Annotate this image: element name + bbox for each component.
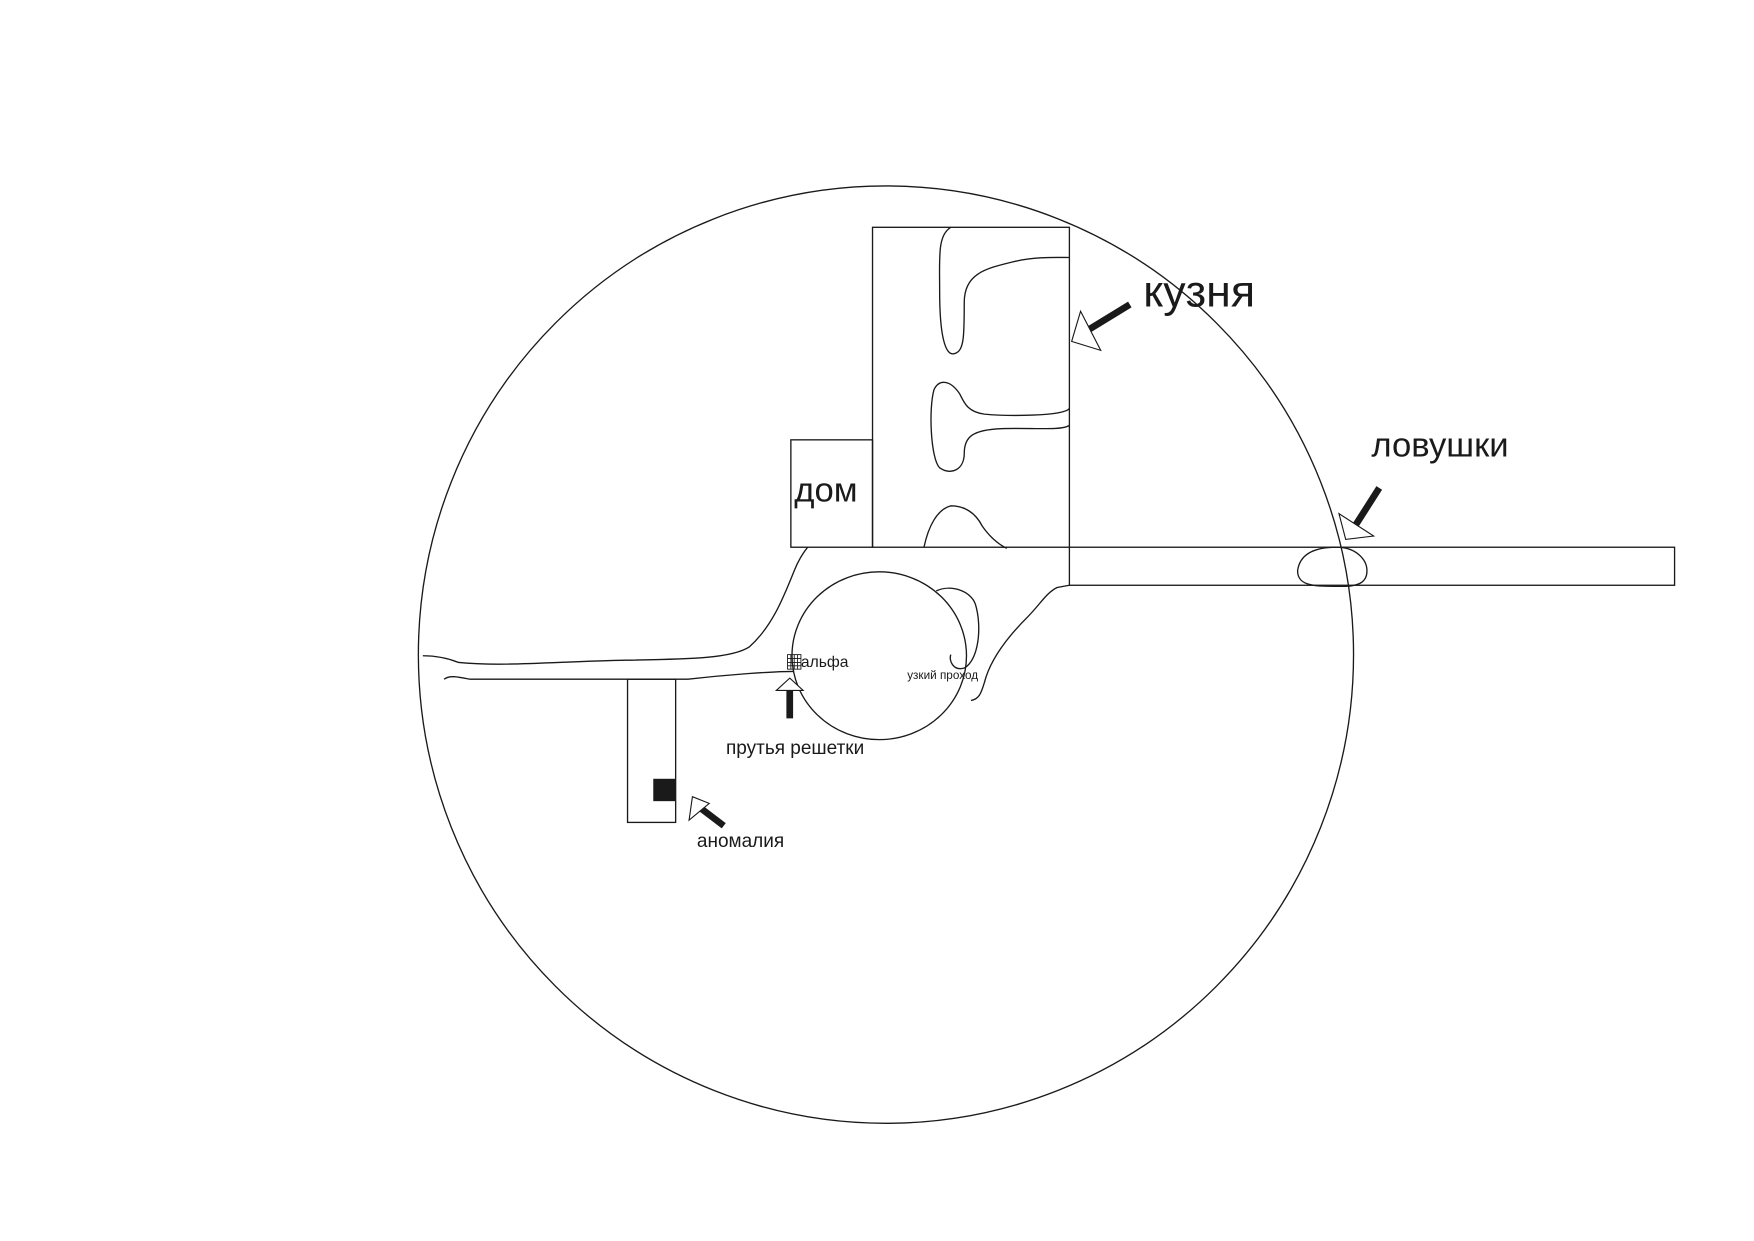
grate-bars-label: прутья решетки [726, 738, 864, 759]
traps-label: ловушки [1371, 427, 1508, 465]
grate-icon [787, 654, 802, 670]
trap-corridor [1068, 546, 1676, 586]
outer-circle-boundary [417, 185, 1355, 1124]
house-building [790, 439, 874, 548]
alpha-label: альфа [801, 654, 849, 671]
forge-inner-shape [923, 505, 1008, 549]
anomaly-label: аномалия [697, 831, 784, 852]
anomaly-marker [653, 778, 676, 802]
traps-arrow-icon [1338, 486, 1383, 541]
inner-circle-room [791, 571, 968, 741]
narrow-passage-curve [936, 587, 980, 670]
grate-arrow-icon [774, 677, 805, 719]
path-right [970, 584, 1070, 702]
anomaly-shaft [626, 678, 677, 824]
path-lower [443, 670, 795, 680]
forge-label: кузня [1143, 267, 1255, 317]
trap-shape [1296, 546, 1368, 588]
forge-building [871, 226, 1071, 548]
forge-inner-shape [938, 226, 1070, 355]
path-upper [422, 546, 809, 665]
forge-arrow-icon [1070, 301, 1132, 352]
forge-inner-shape [930, 381, 1070, 472]
anomaly-arrow-icon [688, 795, 726, 829]
narrow-passage-label: узкий проход [907, 669, 978, 682]
house-label: дом [794, 471, 857, 509]
